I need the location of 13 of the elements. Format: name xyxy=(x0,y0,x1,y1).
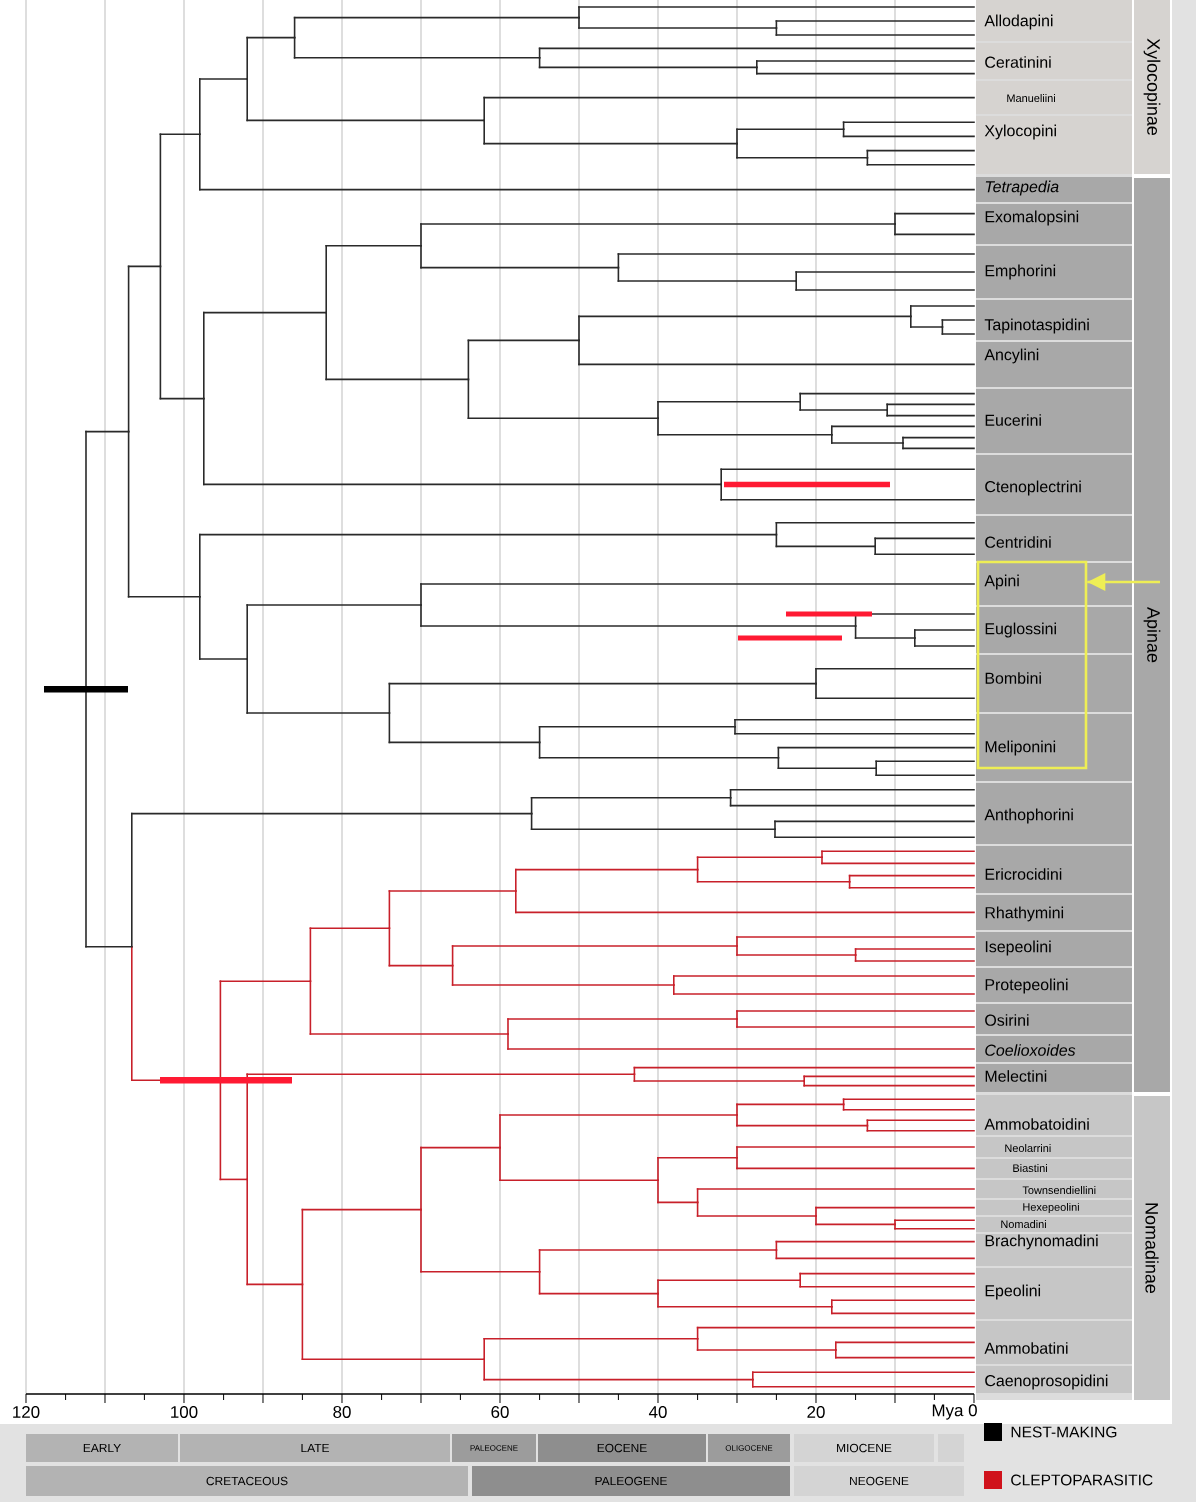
axis-tick-label: 60 xyxy=(491,1406,509,1418)
axis-tick-label: 20 xyxy=(807,1406,825,1418)
node-label: Apinae xyxy=(1143,607,1161,663)
node-label: Xylocopinae xyxy=(1143,38,1161,136)
axis-tick-label: 80 xyxy=(333,1406,351,1418)
axis-tick-label: Mya 0 xyxy=(932,1404,977,1420)
axis-tick-label: 120 xyxy=(13,1406,40,1418)
highlight-box xyxy=(976,560,1088,770)
axis-tick-label: 40 xyxy=(648,1406,667,1418)
arrow xyxy=(1087,573,1160,591)
node-label: Nomadinae xyxy=(1145,1203,1159,1294)
axis-tick-label: 100 xyxy=(171,1406,198,1418)
subfamily-band: Xylocopinae xyxy=(1134,0,1170,174)
